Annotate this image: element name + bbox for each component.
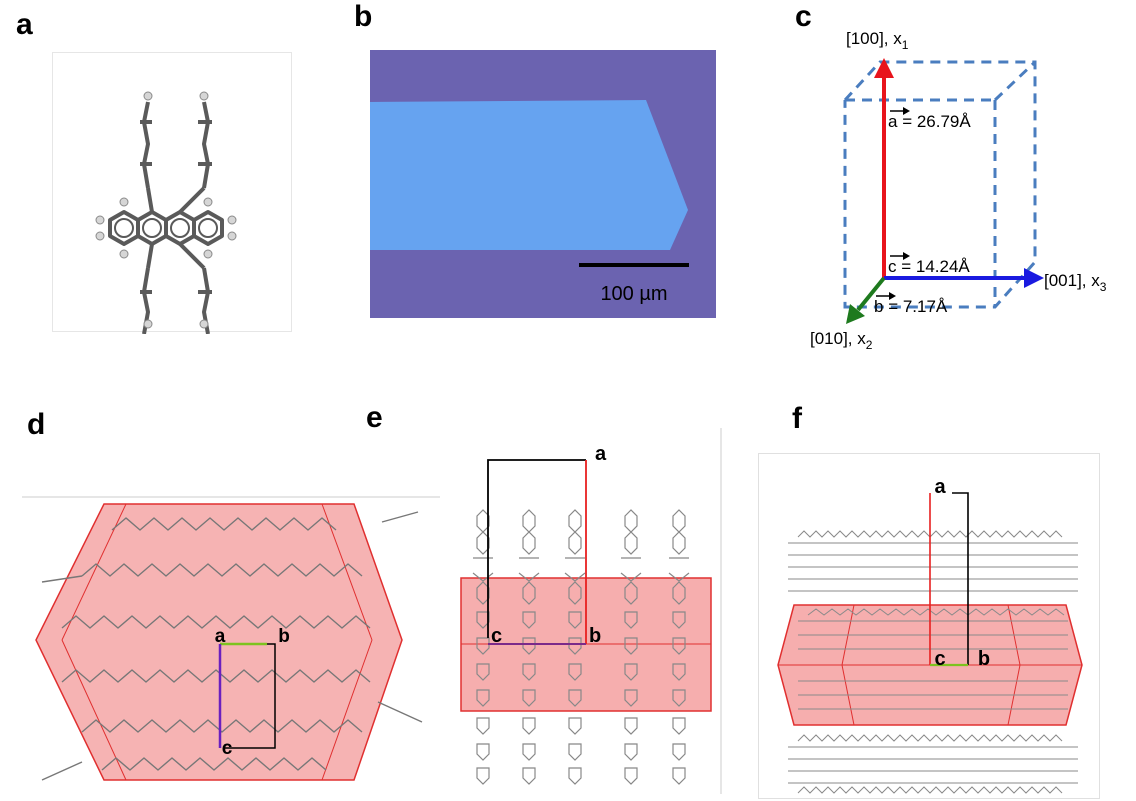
unit-cell-outline-d [224,643,276,749]
molecule-layers-f-inner [798,608,1068,710]
axis-b-label-f: b [978,648,990,670]
svg-text:c = 14.24Å: c = 14.24Å [888,257,970,276]
optical-micrograph: 100 µm [370,50,716,318]
axis-b-label-e: b [589,625,601,647]
crystal-flake [370,100,688,250]
unit-cell-outline-e [487,459,586,638]
packing-diagram-d: a b c [22,496,440,781]
unit-cell-outline-f [952,492,969,665]
packing-diagram-f: a c b [758,453,1100,799]
axis-a-label-e: a [595,443,607,465]
axis-c-label-f: c [934,648,945,670]
axis-x1-arrowhead [874,58,894,78]
packing-view-f: a c b [758,453,1102,801]
molecule-structure-image [52,52,292,334]
axis-x2-arrowhead [846,304,865,324]
unit-cell-panel: [100], x1 [001], x3 [010], x2 a = 26.79Å… [770,20,1134,365]
axis-x2-arrow [856,276,886,312]
axis-x2-label: [010], x2 [810,329,873,352]
packing-view-e: a c b [455,428,723,794]
scale-bar-label: 100 µm [600,283,667,305]
param-a-label: a = 26.79Å [888,107,971,131]
panel-label-a: a [16,8,33,41]
molecule-structure-panel [52,52,292,334]
molecule-columns-e [472,509,690,785]
axis-x1-label: [100], x1 [846,29,909,52]
packing-view-d: a b c [22,492,442,792]
panel-label-d: d [27,408,46,441]
panel-label-f: f [792,402,802,435]
optical-micrograph-panel: 100 µm [370,50,716,318]
axis-a-label-d: a [215,626,226,647]
svg-text:a = 26.79Å: a = 26.79Å [888,112,971,131]
molecule-rows-d [41,511,423,781]
axis-c-label-e: c [491,625,502,647]
axis-c-label-d: c [222,738,233,759]
axis-x3-label: [001], x3 [1044,271,1107,294]
packing-diagram-e: a c b [460,428,722,794]
panel-label-c: c [795,0,812,33]
unit-cell-diagram: [100], x1 [001], x3 [010], x2 a = 26.79Å… [810,29,1107,352]
axis-b-label-d: b [278,626,290,647]
axis-a-label-f: a [934,476,946,498]
unit-cell-box [843,60,1037,309]
svg-text:b = 7.17Å: b = 7.17Å [874,297,948,316]
panel-label-b: b [354,0,373,33]
axis-x3-arrowhead [1024,268,1044,288]
param-b-label: b = 7.17Å [874,292,948,316]
param-c-label: c = 14.24Å [888,252,970,276]
panel-label-e: e [366,401,383,434]
